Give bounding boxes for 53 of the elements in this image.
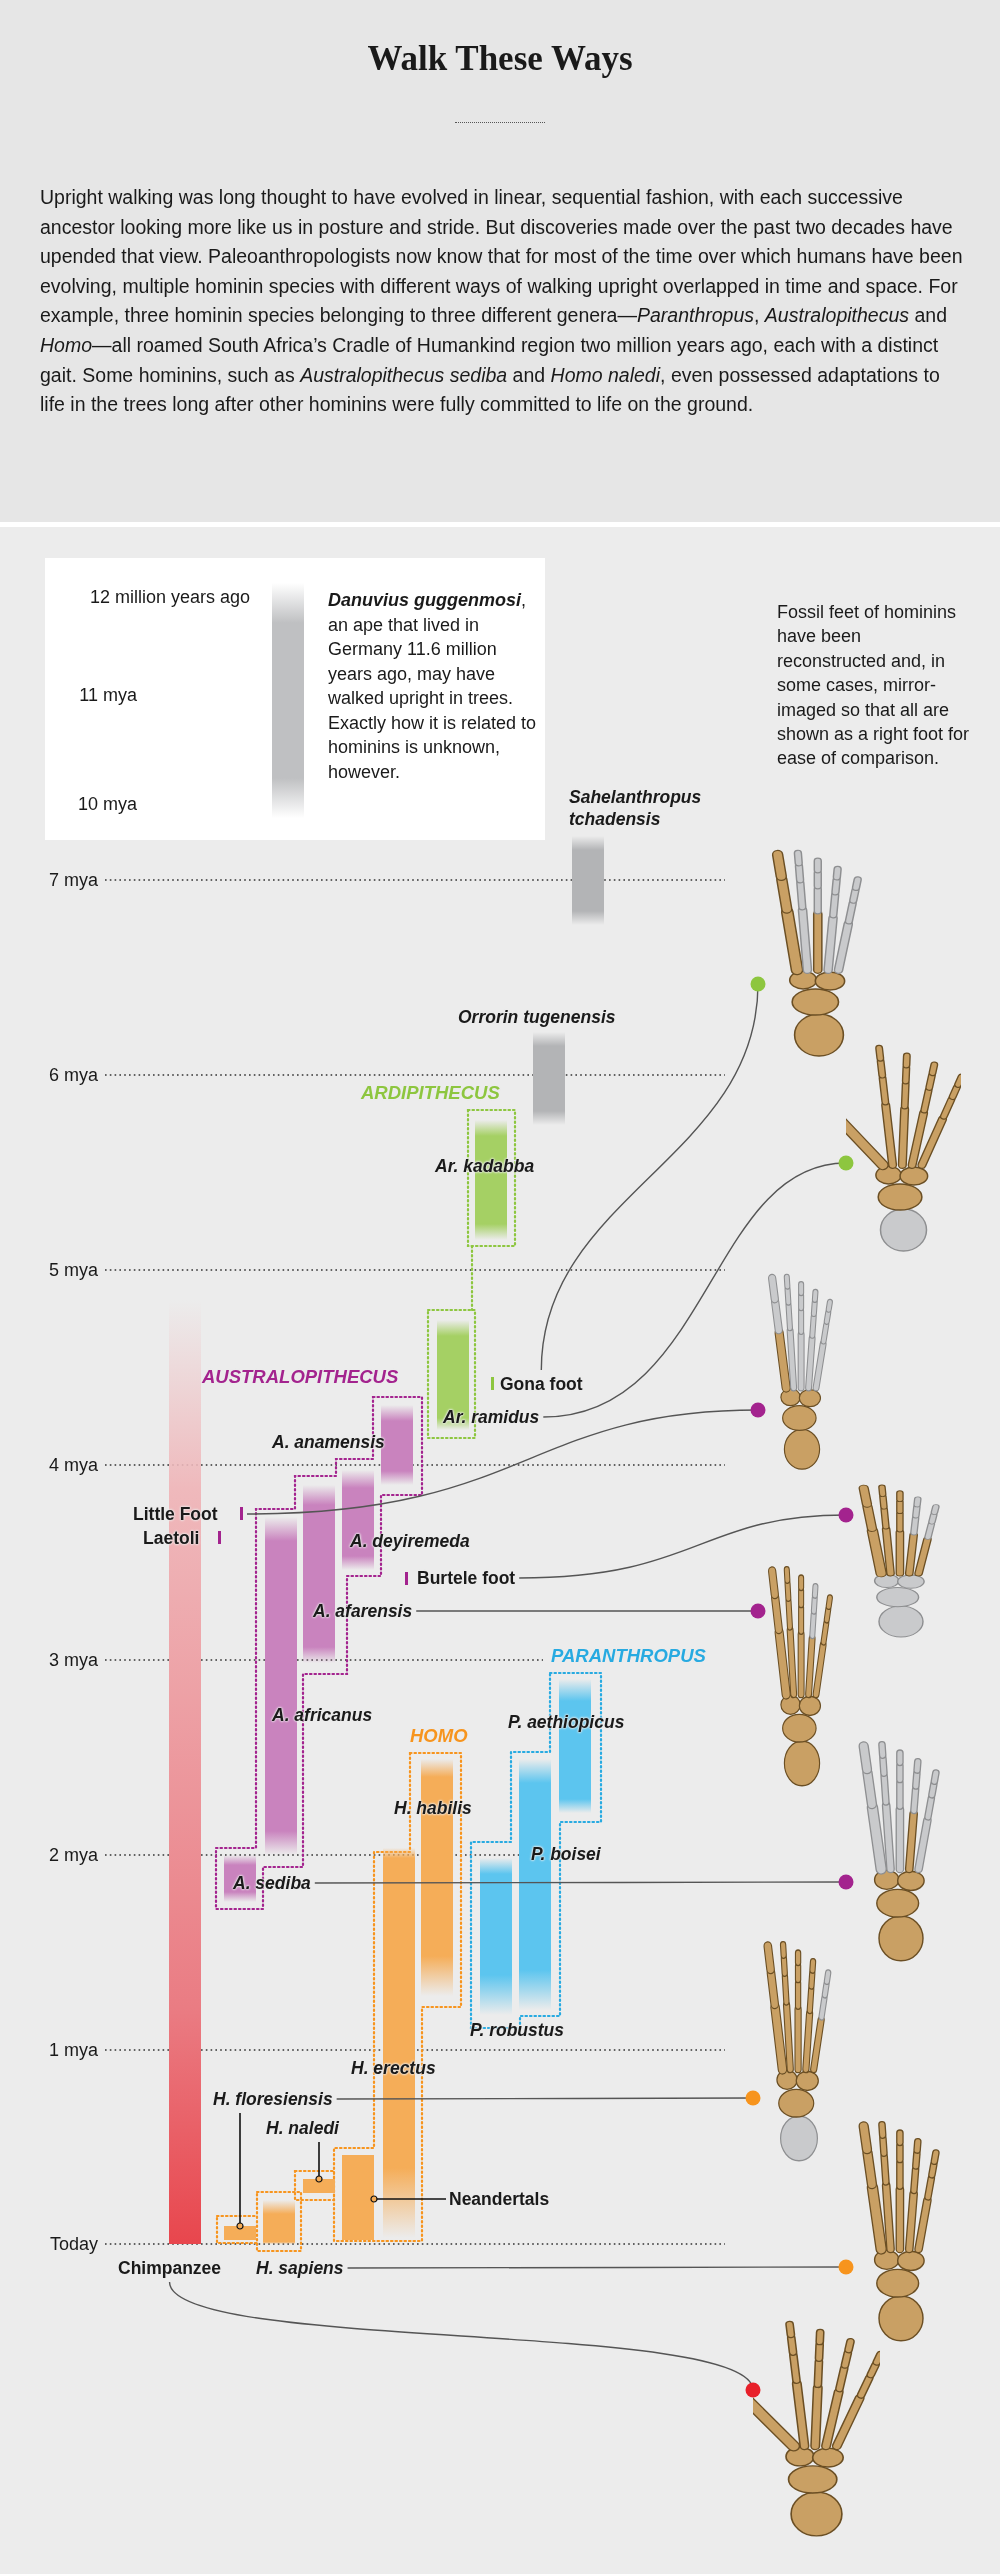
species-label: Chimpanzee xyxy=(118,2257,222,2279)
species-label: A. sediba xyxy=(233,1872,311,1894)
time-label: 3 mya xyxy=(48,1649,98,1671)
leader-line xyxy=(335,2090,761,2106)
time-label: 10 mya xyxy=(77,793,137,815)
time-label: 2 mya xyxy=(48,1844,98,1866)
fossil-label: Gona foot xyxy=(500,1373,583,1395)
species-label: Ar. ramidus xyxy=(443,1406,540,1428)
leader-line xyxy=(314,1874,854,1890)
time-label: 1 mya xyxy=(48,2039,98,2061)
species-label: A. afarensis xyxy=(313,1600,413,1622)
species-label: Sahelanthropus tchadensis xyxy=(569,786,703,830)
species-label: H. sapiens xyxy=(256,2257,344,2279)
species-label: Neandertals xyxy=(449,2188,550,2210)
time-label: 7 mya xyxy=(48,869,98,891)
species-label: Ar. kadabba xyxy=(435,1155,535,1177)
species-label: Orrorin tugenensis xyxy=(458,1006,616,1028)
genus-label: PARANTHROPUS xyxy=(551,1645,706,1667)
species-label: A. deyiremeda xyxy=(350,1530,470,1552)
leader-line xyxy=(540,976,766,1371)
note-text: Fossil feet of hominins have been reconstructed and, in some cases, mirror-imaged so that all are shown as a right foot for ease of comparison. xyxy=(777,601,971,771)
description-text: Danuvius guggenmosi, an ape that lived in Germany 11.6 million years ago, may have walked upright in trees. Exactly how it is related to hominins is unknown, however. xyxy=(328,589,538,784)
leader-line xyxy=(346,2259,854,2275)
genus-label: ARDIPITHECUS xyxy=(361,1082,500,1104)
leader-line xyxy=(236,2112,244,2230)
time-label: 6 mya xyxy=(48,1064,98,1086)
time-label: 4 mya xyxy=(48,1454,98,1476)
time-range-bar xyxy=(342,2155,374,2240)
species-label: H. floresiensis xyxy=(213,2088,333,2110)
leader-line xyxy=(168,2281,761,2398)
time-label: 5 mya xyxy=(48,1259,98,1281)
leader-line xyxy=(370,2195,447,2203)
species-label: A. africanus xyxy=(272,1704,373,1726)
genus-label: AUSTRALOPITHECUS xyxy=(202,1366,399,1388)
time-range-bar xyxy=(303,2179,335,2193)
species-label: H. naledi xyxy=(266,2117,339,2139)
leader-line xyxy=(315,2141,323,2183)
fossil-label: Burtele foot xyxy=(417,1567,516,1589)
fossil-label: Laetoli xyxy=(143,1527,200,1549)
leader-line xyxy=(246,1402,766,1515)
leader-line xyxy=(542,1155,854,1418)
leader-line xyxy=(415,1603,766,1619)
time-label: 12 million years ago xyxy=(89,586,250,608)
species-label: A. anamensis xyxy=(272,1431,385,1453)
time-label: Today xyxy=(49,2233,98,2255)
fossil-label: Little Foot xyxy=(133,1503,218,1525)
inset-panel xyxy=(45,558,545,840)
title: Walk These Ways xyxy=(366,38,634,80)
genus-label: HOMO xyxy=(410,1725,468,1747)
intro-paragraph: Upright walking was long thought to have evolved in linear, sequential fashion, with each successive ancestor looking more like us in posture and stride. But discoveries made over the past two decades have upended that view. Paleoanthropologists now know that for most of the time over which humans have been evolving, multiple hominin species with different ways of walking upright overlapped in time and space. For example, three hominin species belonging to three different genera—Paranthropus, Australopithecus and Homo—all roamed South Africa’s Cradle of Humankind region two million years ago, each with a distinct gait. Some hominins, such as Australopithecus sediba and Homo naledi, even possessed adaptations to life in the trees long after other hominins were fully committed to life on the ground. xyxy=(40,185,964,418)
time-range-bar xyxy=(224,2226,256,2240)
time-label: 11 mya xyxy=(79,684,137,706)
leader-line xyxy=(518,1507,854,1579)
